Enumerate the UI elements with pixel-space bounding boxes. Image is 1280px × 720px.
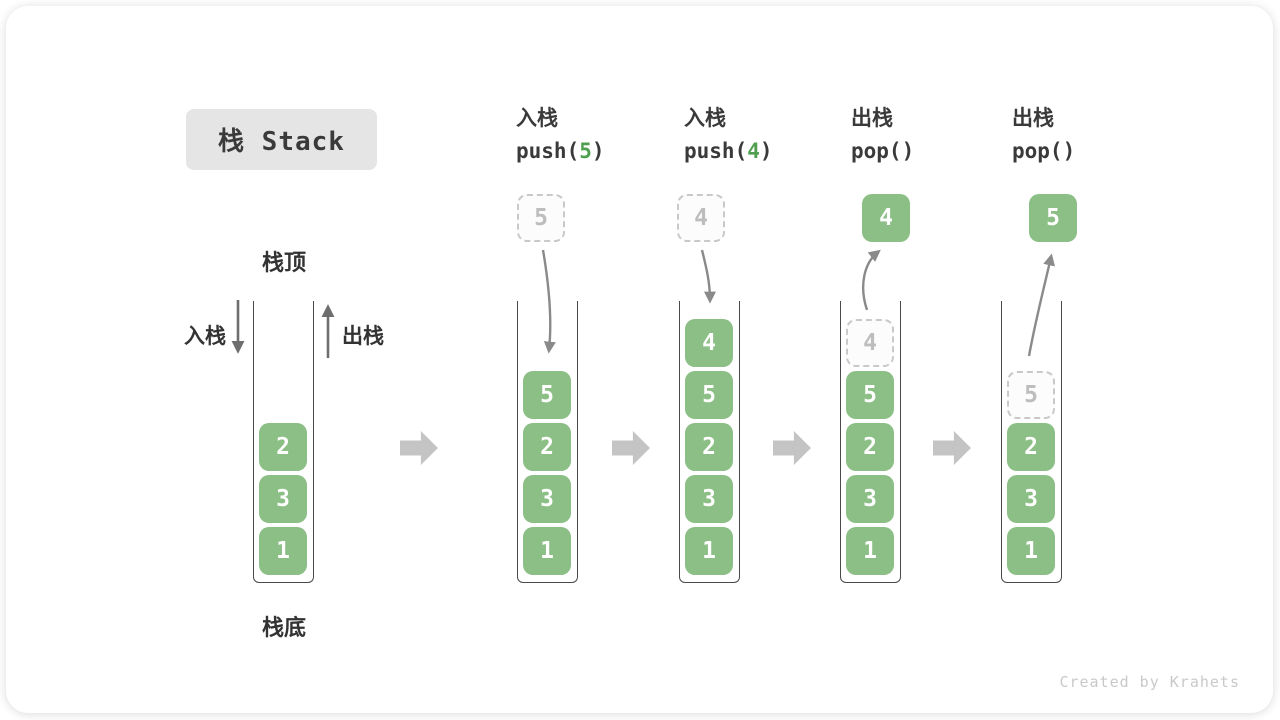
operation-name-3: 出栈: [1012, 107, 1054, 130]
stack-4-cell: 3: [1007, 475, 1055, 523]
operation-header-1: 入栈 push(4): [684, 104, 773, 163]
page-title: 栈 Stack: [218, 127, 345, 157]
watermark: Created by Krahets: [1059, 673, 1240, 691]
stack-3-cell: 2: [846, 423, 894, 471]
operation-code-1: push(4): [684, 139, 773, 163]
stack-2-cell: 4: [685, 319, 733, 367]
code-arg: 5: [579, 139, 592, 163]
stack-0-cell: 3: [259, 475, 307, 523]
stack-4-cell: 1: [1007, 527, 1055, 575]
stack-4-cell: 2: [1007, 423, 1055, 471]
stack-0-cell: 1: [259, 527, 307, 575]
stack-1-cell: 1: [523, 527, 571, 575]
operation-code-3: pop(): [1012, 139, 1075, 163]
incoming-value-box-2: 4: [677, 194, 725, 242]
operation-name-2: 出栈: [851, 107, 893, 130]
incoming-value-box-1: 5: [517, 194, 565, 242]
code-suffix: ): [901, 139, 915, 163]
label-stack-bottom: 栈底: [261, 615, 307, 640]
stack-3-cell: 5: [846, 371, 894, 419]
code-arg: 4: [747, 139, 760, 163]
stack-3-ghost-cell: 4: [846, 319, 894, 367]
operation-name-1: 入栈: [684, 107, 726, 130]
stack-2-cell: 1: [685, 527, 733, 575]
stack-1-cell: 2: [523, 423, 571, 471]
stack-2-cell: 3: [685, 475, 733, 523]
popped-value-box-4: 5: [1029, 194, 1077, 242]
operation-code-0: push(5): [516, 139, 605, 163]
stack-1-cell: 3: [523, 475, 571, 523]
code-suffix: ): [591, 139, 605, 163]
label-pop-direction: 出栈: [342, 325, 384, 348]
operation-header-2: 出栈 pop(): [851, 104, 914, 163]
stack-3-cell: 3: [846, 475, 894, 523]
stack-2-cell: 2: [685, 423, 733, 471]
stack-1-cell: 5: [523, 371, 571, 419]
code-prefix: pop(: [1012, 139, 1063, 163]
code-suffix: ): [1062, 139, 1076, 163]
stack-3-cell: 1: [846, 527, 894, 575]
stack-0-cell: 2: [259, 423, 307, 471]
label-stack-top: 栈顶: [261, 250, 307, 275]
code-prefix: push(: [516, 139, 580, 163]
popped-value-box-3: 4: [862, 194, 910, 242]
operation-code-2: pop(): [851, 139, 914, 163]
stack-4-ghost-cell: 5: [1007, 371, 1055, 419]
code-suffix: ): [759, 139, 773, 163]
operation-header-3: 出栈 pop(): [1012, 104, 1075, 163]
operation-name-0: 入栈: [516, 107, 558, 130]
title-box: 栈 Stack: [186, 109, 377, 170]
stack-2-cell: 5: [685, 371, 733, 419]
code-prefix: push(: [684, 139, 748, 163]
operation-header-0: 入栈 push(5): [516, 104, 605, 163]
label-push-direction: 入栈: [184, 325, 226, 348]
code-prefix: pop(: [851, 139, 902, 163]
